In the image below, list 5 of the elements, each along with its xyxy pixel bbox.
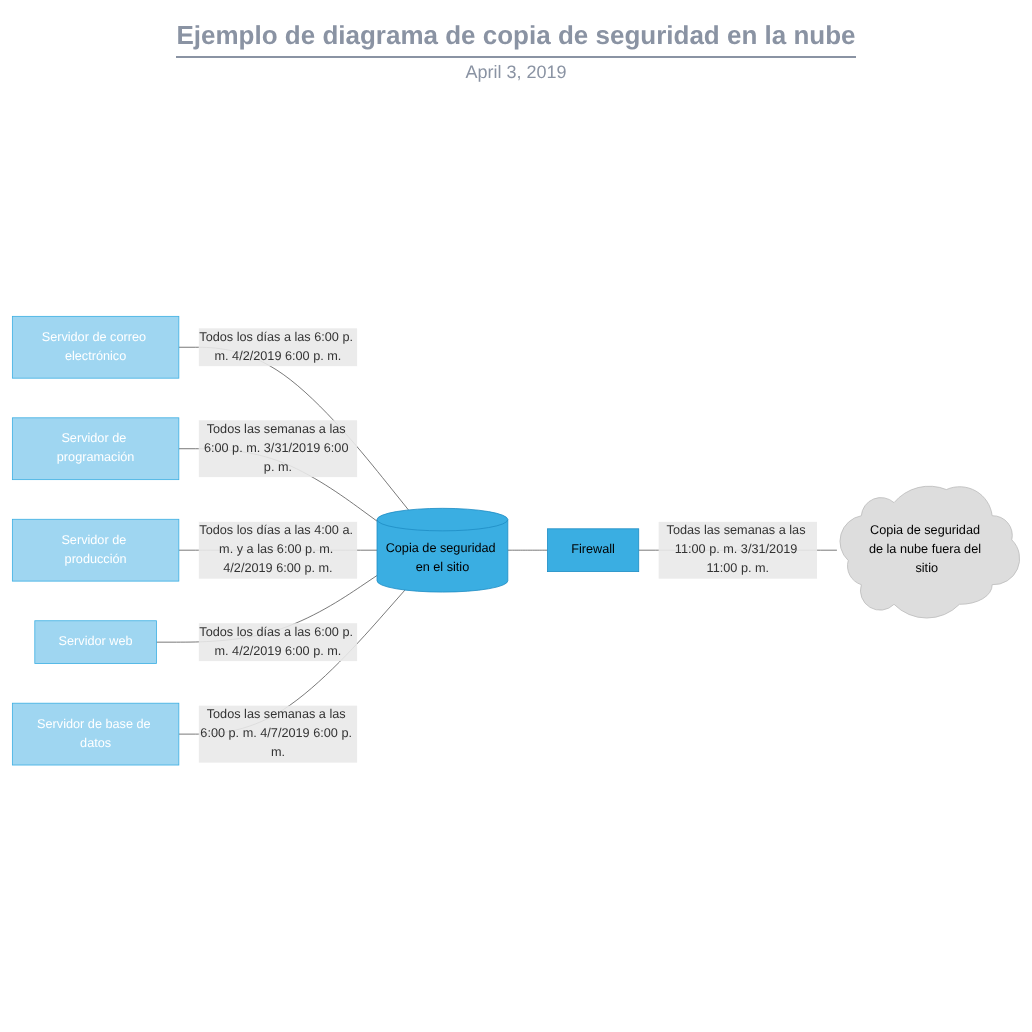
diagram-caption: April 3, 2019 bbox=[465, 62, 567, 82]
connector bbox=[178, 588, 406, 734]
diagram-title: Ejemplo de diagrama de copia de seguridad en la nube bbox=[176, 20, 856, 58]
connector bbox=[178, 346, 409, 510]
connector bbox=[507, 549, 548, 550]
